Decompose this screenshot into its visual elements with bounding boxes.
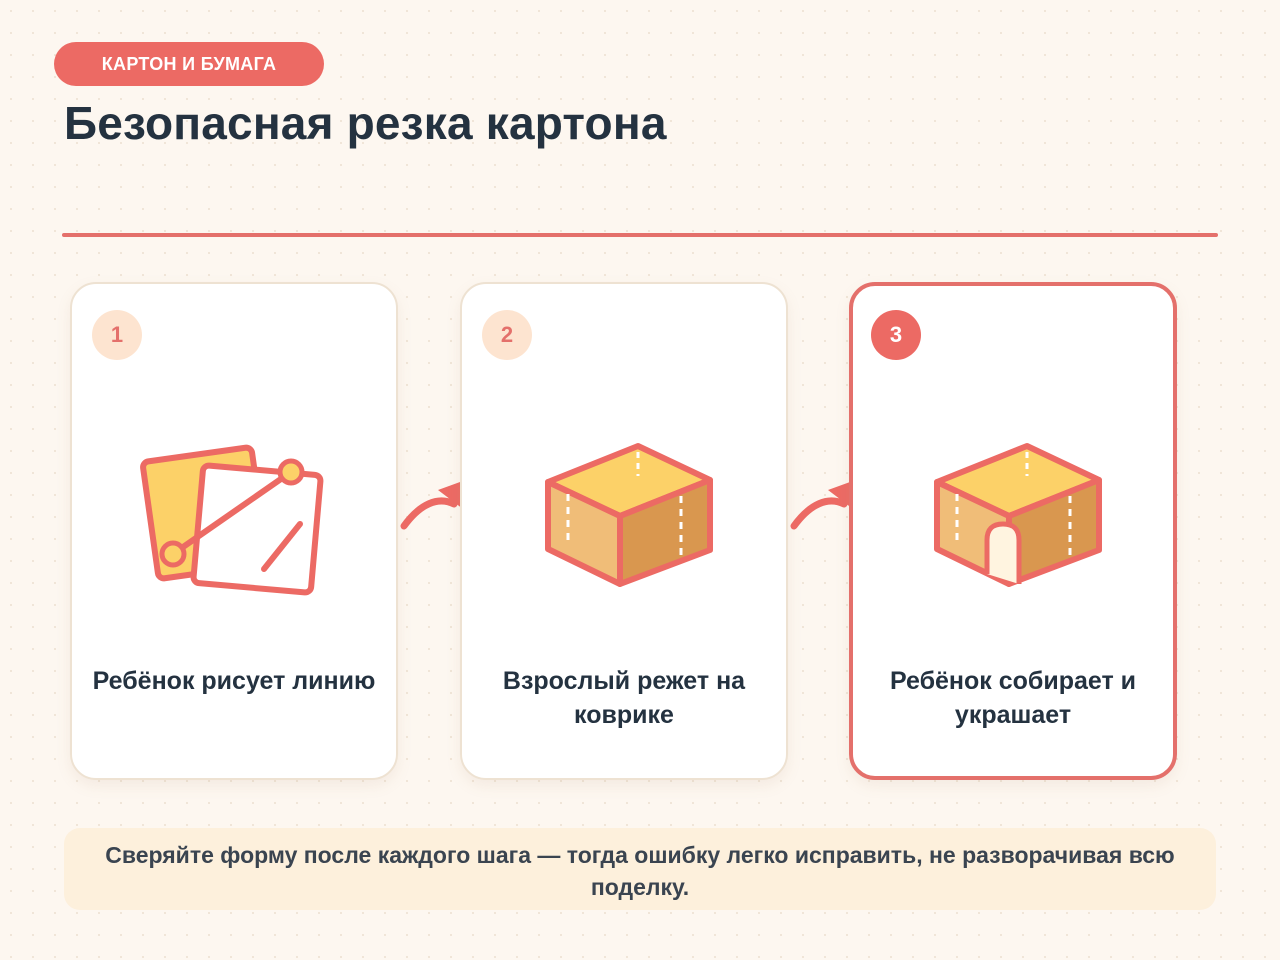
cardboard-box-icon — [545, 443, 713, 587]
paper-with-line-icon — [140, 444, 324, 596]
step-number-badge: 1 — [92, 310, 142, 360]
step-label: Ребёнок собирает и украшает — [889, 667, 1137, 729]
step-card-3: 3 Ребёнок собирает и украшает — [849, 282, 1177, 780]
step-card-1: 1 Ребёнок рисует линию — [70, 282, 398, 780]
step-label: Ребёнок рисует линию — [92, 667, 376, 695]
step-card-2: 2 Взрослый режет на коврике — [460, 282, 788, 780]
page-title: Безопасная резка картона — [64, 97, 667, 149]
tip-banner: Сверяйте форму после каждого шага — тогд… — [64, 828, 1216, 910]
step-label: Взрослый режет на коврике — [502, 667, 746, 729]
title-divider — [62, 233, 1218, 237]
category-tag: КАРТОН И БУМАГА — [54, 42, 324, 86]
step-number-badge: 2 — [482, 310, 532, 360]
tip-text: Сверяйте форму после каждого шага — тогд… — [105, 842, 1175, 900]
step-number-badge: 3 — [871, 310, 921, 360]
box-house-icon — [934, 443, 1102, 587]
